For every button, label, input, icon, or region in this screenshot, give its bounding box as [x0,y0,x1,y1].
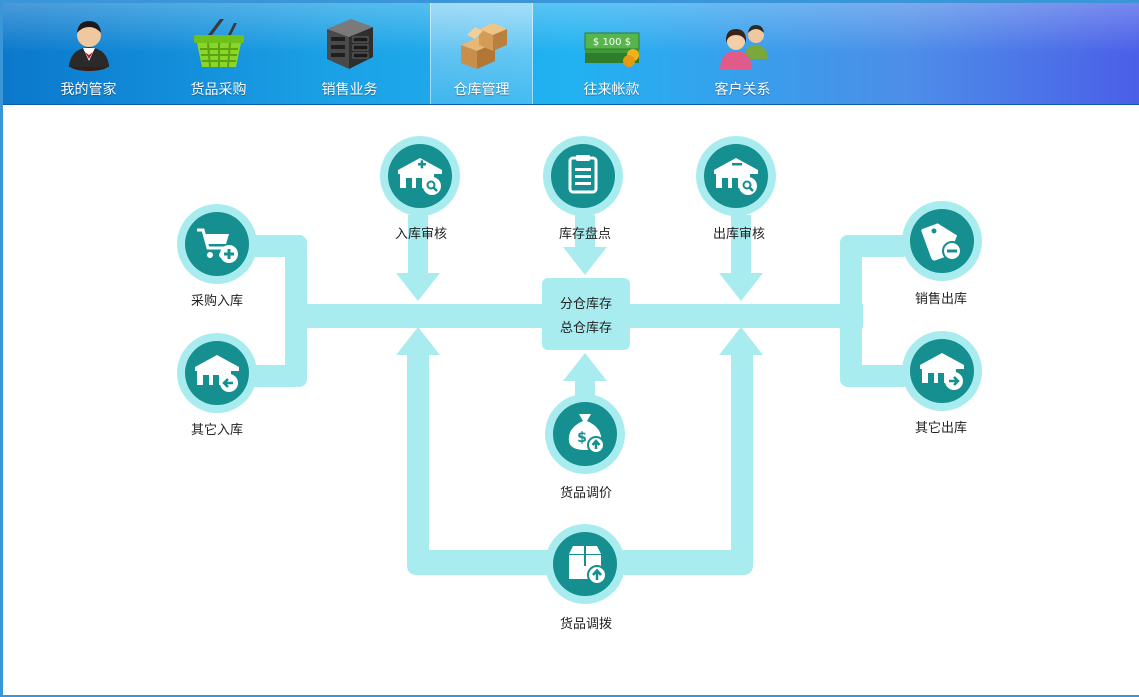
purchase-in-label: 采购入库 [190,294,244,309]
purchase-in-node[interactable] [177,204,257,284]
other-out-node[interactable] [902,331,982,411]
boxes-icon [461,23,507,69]
money-bag-up-icon: $ [568,414,605,454]
stocktaking-node[interactable] [543,136,623,216]
branch-stock-label: 分仓库存 [559,297,612,312]
out-audit-label: 出库审核 [712,227,766,242]
out-audit-arrow-head [719,273,763,301]
in-audit-node[interactable] [380,136,460,216]
transfer-label: 货品调拨 [559,617,613,632]
warehouse-stock-box[interactable]: 分仓库存 总仓库存 [542,278,630,350]
warehouse-flow-panel: 分仓库存 总仓库存 采购入库 [3,105,1139,695]
nav-item-my-butler[interactable]: 我的管家 [38,3,139,104]
box-up-icon [569,546,607,585]
stocktaking-arrow-stem [575,215,595,251]
nav-label: 往来帐款 [583,82,640,98]
right-bottom-branch [840,365,910,387]
stocktaking-arrow-head [563,247,607,275]
warehouse-out-icon [920,353,964,390]
money-note-text: $ 100 $ [593,37,631,48]
price-adjust-arrow-head [563,353,607,381]
in-audit-label: 入库审核 [394,227,448,242]
customers-icon [720,25,768,69]
in-audit-arrow-head [396,273,440,301]
nav-label: 销售业务 [321,82,378,98]
other-out-label: 其它出库 [914,421,968,436]
price-adjust-label: 货品调价 [559,486,613,501]
price-adjust-node[interactable]: $ [545,394,625,474]
money-stack-icon: $ 100 $ [584,32,640,67]
warehouse-search-minus-icon [714,158,758,195]
transfer-loop [407,353,753,575]
total-stock-label: 总仓库存 [559,321,612,336]
transfer-node[interactable] [545,524,625,604]
nav-item-goods-purchase[interactable]: 货品采购 [168,3,269,104]
nav-label: 客户关系 [714,82,771,98]
transfer-left-arrow-head [396,327,440,355]
other-in-label: 其它入库 [190,423,244,438]
stocktaking-label: 库存盘点 [558,227,612,242]
transfer-right-arrow-head [719,327,763,355]
sales-out-label: 销售出库 [914,292,968,307]
tag-minus-icon [921,223,962,261]
butler-icon [69,21,109,71]
warehouse-in-icon [195,355,239,392]
nav-label: 我的管家 [60,82,117,98]
sales-out-node[interactable] [902,201,982,281]
top-navigation-bar: 我的管家 货品采购 [3,3,1139,105]
nav-item-warehouse-management[interactable]: 仓库管理 [430,3,533,104]
right-top-branch [840,235,910,257]
nav-item-sales-business[interactable]: 销售业务 [299,3,400,104]
server-cabinet-icon [327,19,373,69]
warehouse-search-plus-icon [398,158,442,195]
svg-text:$: $ [577,430,587,446]
out-audit-node[interactable] [696,136,776,216]
right-connector [840,235,862,387]
cart-plus-icon [197,228,238,263]
left-connector [285,235,307,387]
nav-item-accounts[interactable]: $ 100 $ 往来帐款 [561,3,662,104]
shopping-basket-icon [194,19,244,68]
other-in-node[interactable] [177,333,257,413]
nav-label: 货品采购 [190,82,247,98]
nav-item-customer-relations[interactable]: 客户关系 [692,3,793,104]
in-audit-arrow-stem [408,215,428,275]
out-audit-arrow-stem [731,215,751,275]
clipboard-icon [568,155,598,194]
nav-label: 仓库管理 [453,82,510,98]
